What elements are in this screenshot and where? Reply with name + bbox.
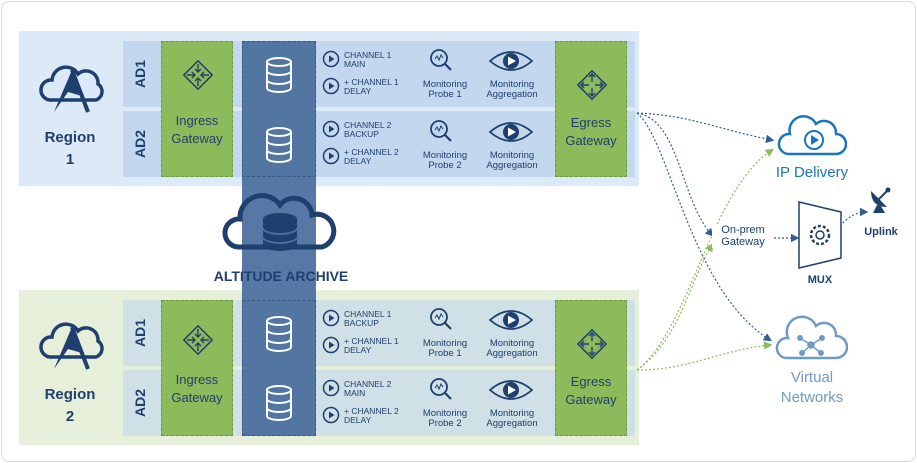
magnifier-icon: [430, 378, 452, 400]
probe-label: Monitoring Probe 1: [422, 79, 468, 100]
database-icon: [266, 385, 292, 421]
region-1-cloud-icon: [39, 65, 104, 113]
region-2-ingress-gateway: Ingress Gateway: [161, 300, 233, 436]
archive-cloud-icon: [222, 193, 337, 251]
link-r1-ip: [636, 112, 775, 143]
play-icon: [322, 379, 340, 397]
database-icon: [266, 316, 292, 352]
ip-delivery-label: IP Delivery: [775, 164, 849, 181]
eye-icon: [488, 51, 534, 71]
uplink-label: Uplink: [864, 226, 898, 238]
region-1-ingress-gateway: Ingress Gateway: [161, 41, 233, 177]
play-icon: [322, 309, 340, 327]
ingress-arrows-icon: [183, 60, 213, 90]
magnifier-icon: [430, 120, 452, 142]
region-1-egress-gateway: Egress Gateway: [555, 41, 627, 177]
egress-arrows-icon: [577, 329, 607, 359]
link-r1-onprem: [636, 112, 714, 237]
virtual-network-cloud-icon: [775, 315, 848, 360]
link-r1-virtual: [636, 112, 773, 342]
aggregation-label: Monitoring Aggregation: [486, 79, 538, 100]
play-icon: [322, 336, 340, 354]
ip-delivery-cloud-icon: [777, 115, 848, 156]
magnifier-icon: [430, 308, 452, 330]
play-icon: [322, 147, 340, 165]
channel-b-label: + CHANNEL 2 DELAY: [344, 147, 399, 166]
play-icon: [322, 406, 340, 424]
onprem-gateway-label: On-prem Gateway: [712, 224, 774, 248]
region-1-label: Region 1: [44, 129, 96, 168]
region-2-label: Region 2: [44, 386, 96, 425]
link-r2-onprem: [636, 242, 714, 371]
channel-b-label: + CHANNEL 2 DELAY: [344, 406, 399, 425]
aggregation-label: Monitoring Aggregation: [486, 408, 538, 429]
channel-a-label: CHANNEL 2 MAIN: [344, 379, 392, 398]
link-r2-virtual: [636, 341, 773, 371]
database-icon: [266, 127, 292, 163]
aggregation-label: Monitoring Aggregation: [486, 150, 538, 171]
archive-label: ALTITUDE ARCHIVE: [213, 268, 349, 284]
probe-label: Monitoring Probe 2: [422, 408, 468, 429]
region-2-egress-gateway: Egress Gateway: [555, 300, 627, 436]
play-icon: [322, 120, 340, 138]
play-icon: [322, 77, 340, 95]
mux-icon: [798, 201, 842, 269]
satellite-dish-icon: [871, 187, 891, 213]
archive-column-bottom: [242, 300, 316, 436]
probe-label: Monitoring Probe 1: [422, 338, 468, 359]
link-r2-ip: [636, 148, 775, 371]
eye-icon: [488, 310, 534, 330]
channel-a-label: CHANNEL 1 MAIN: [344, 50, 392, 69]
channel-b-label: + CHANNEL 1 DELAY: [344, 77, 399, 96]
database-icon: [266, 57, 292, 93]
virtual-networks-label: Virtual Networks: [780, 369, 844, 406]
probe-label: Monitoring Probe 2: [422, 150, 468, 171]
mux-label: MUX: [807, 274, 833, 286]
channel-b-label: + CHANNEL 1 DELAY: [344, 336, 399, 355]
play-icon: [322, 50, 340, 68]
region-2-cloud-icon: [39, 322, 104, 370]
magnifier-icon: [430, 49, 452, 71]
channel-a-label: CHANNEL 1 BACKUP: [344, 309, 392, 328]
egress-arrows-icon: [577, 70, 607, 100]
aggregation-label: Monitoring Aggregation: [486, 338, 538, 359]
link-mux-uplink: [839, 207, 869, 227]
eye-icon: [488, 380, 534, 400]
eye-icon: [488, 122, 534, 142]
channel-a-label: CHANNEL 2 BACKUP: [344, 120, 392, 139]
ingress-arrows-icon: [183, 325, 213, 355]
